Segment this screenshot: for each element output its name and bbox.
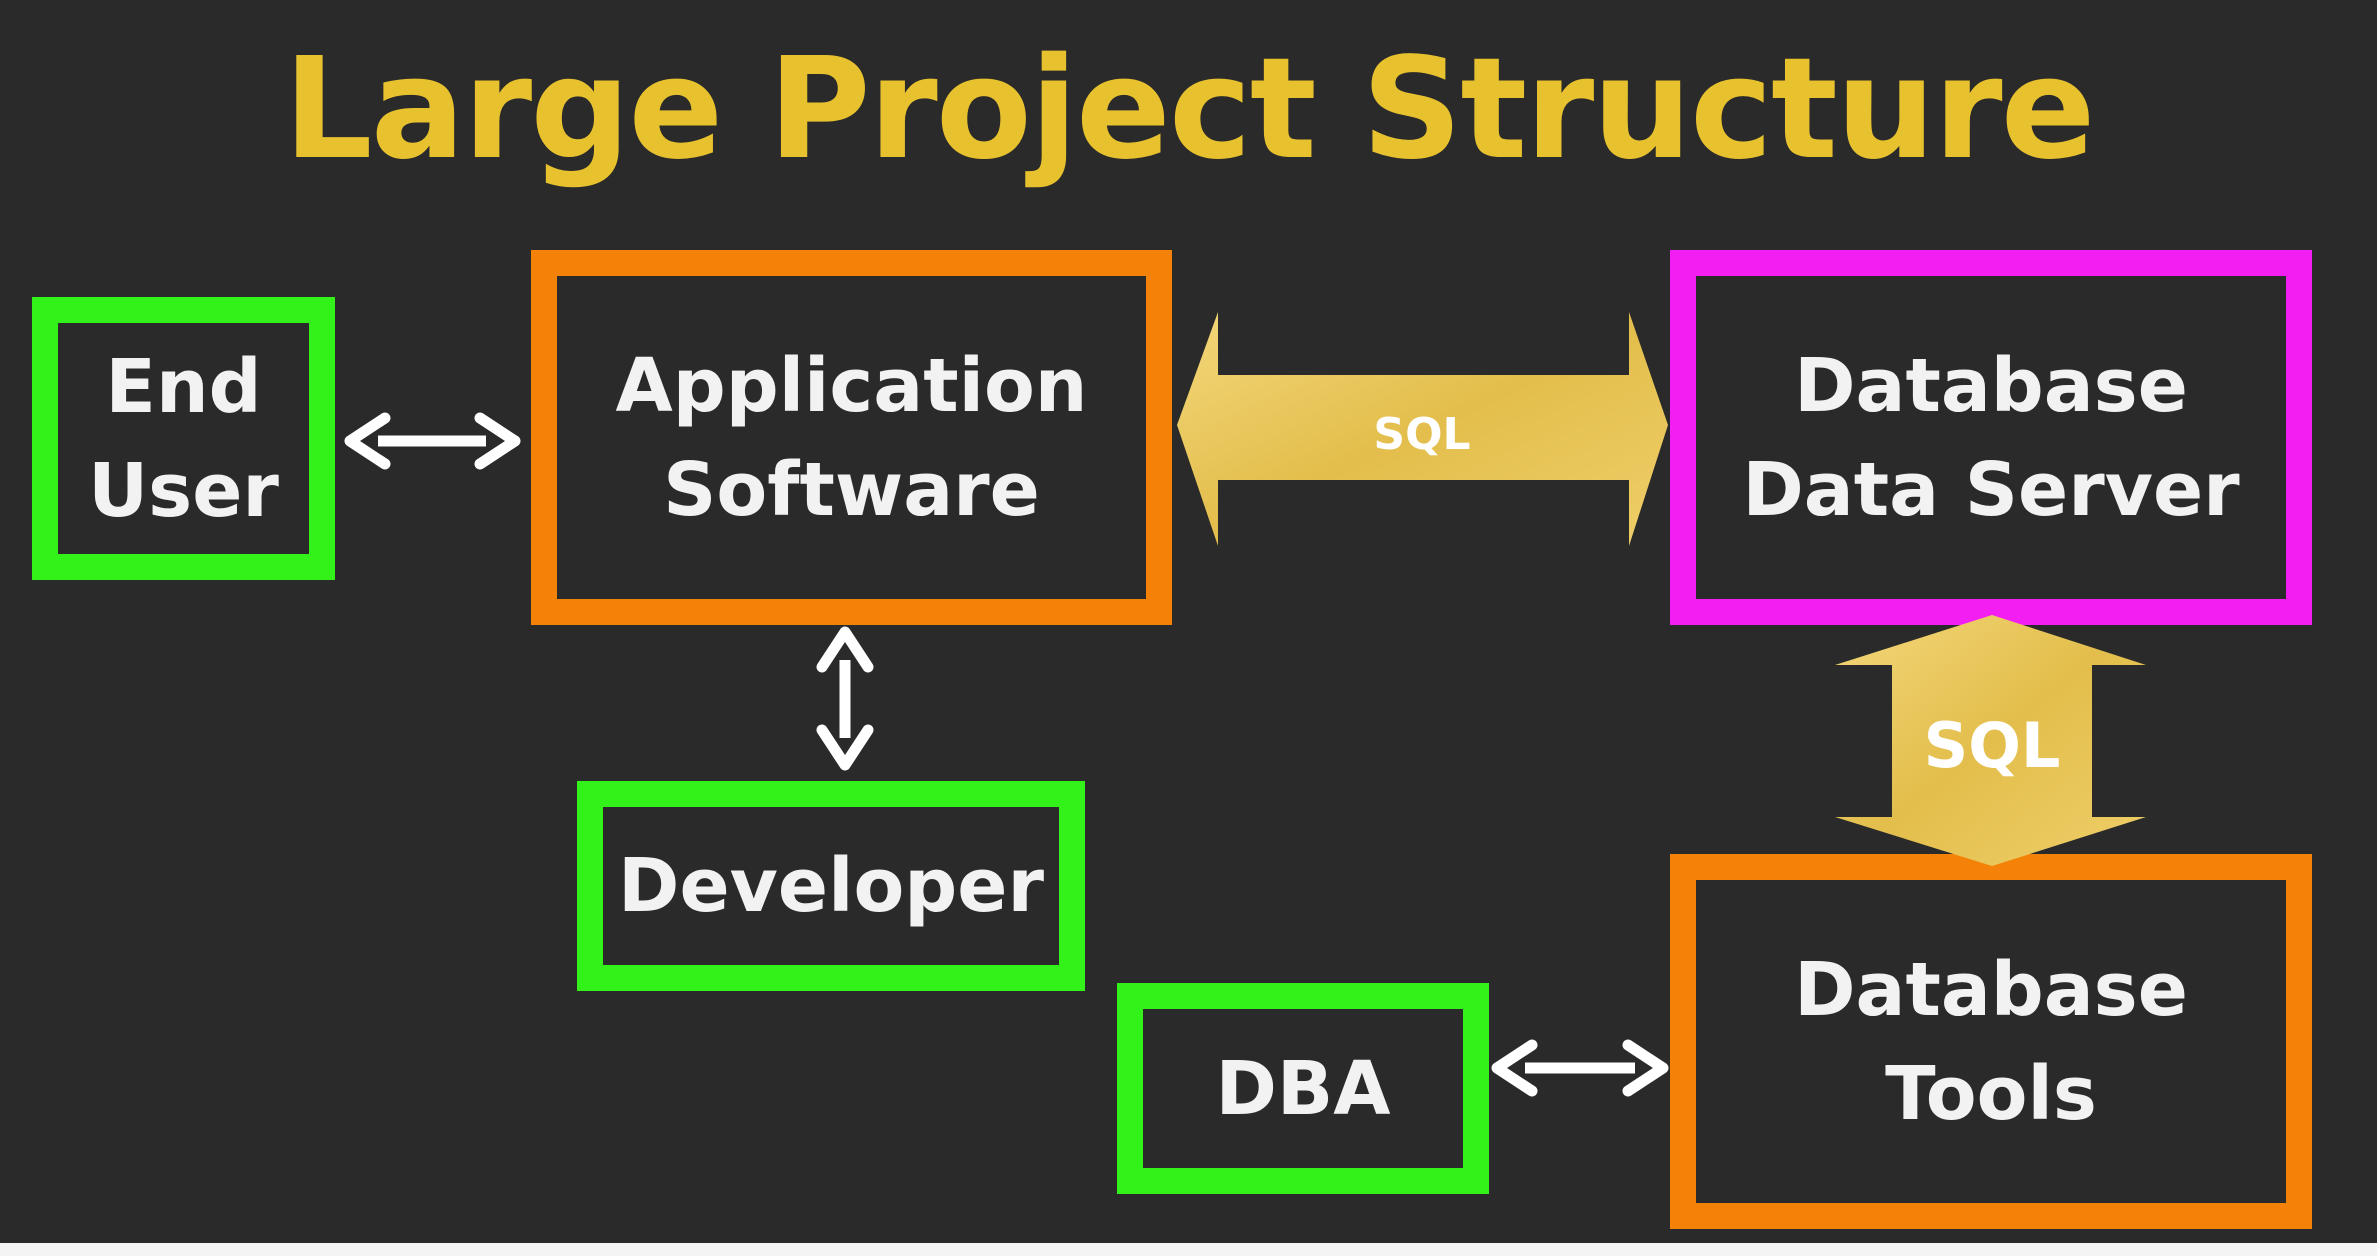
app-developer-arrow [816,626,874,771]
end-user-box: End User [32,297,335,580]
dba-tools-arrow [1491,1039,1669,1097]
sql-app-server-arrow: SQL [1177,312,1668,546]
database-data-server-box: Database Data Server [1670,250,2312,625]
bottom-edge-strip [0,1243,2377,1256]
developer-box: Developer [577,781,1085,991]
slide-title: Large Project Structure [283,28,2095,191]
database-tools-box: Database Tools [1670,854,2312,1229]
application-software-box: Application Software [531,250,1172,625]
sql-server-tools-arrow: SQL [1835,615,2146,866]
sql-label-vertical: SQL [1924,709,2061,782]
sql-label-horizontal: SQL [1373,409,1470,460]
end-user-app-arrow [344,412,521,470]
dba-box: DBA [1117,983,1489,1194]
